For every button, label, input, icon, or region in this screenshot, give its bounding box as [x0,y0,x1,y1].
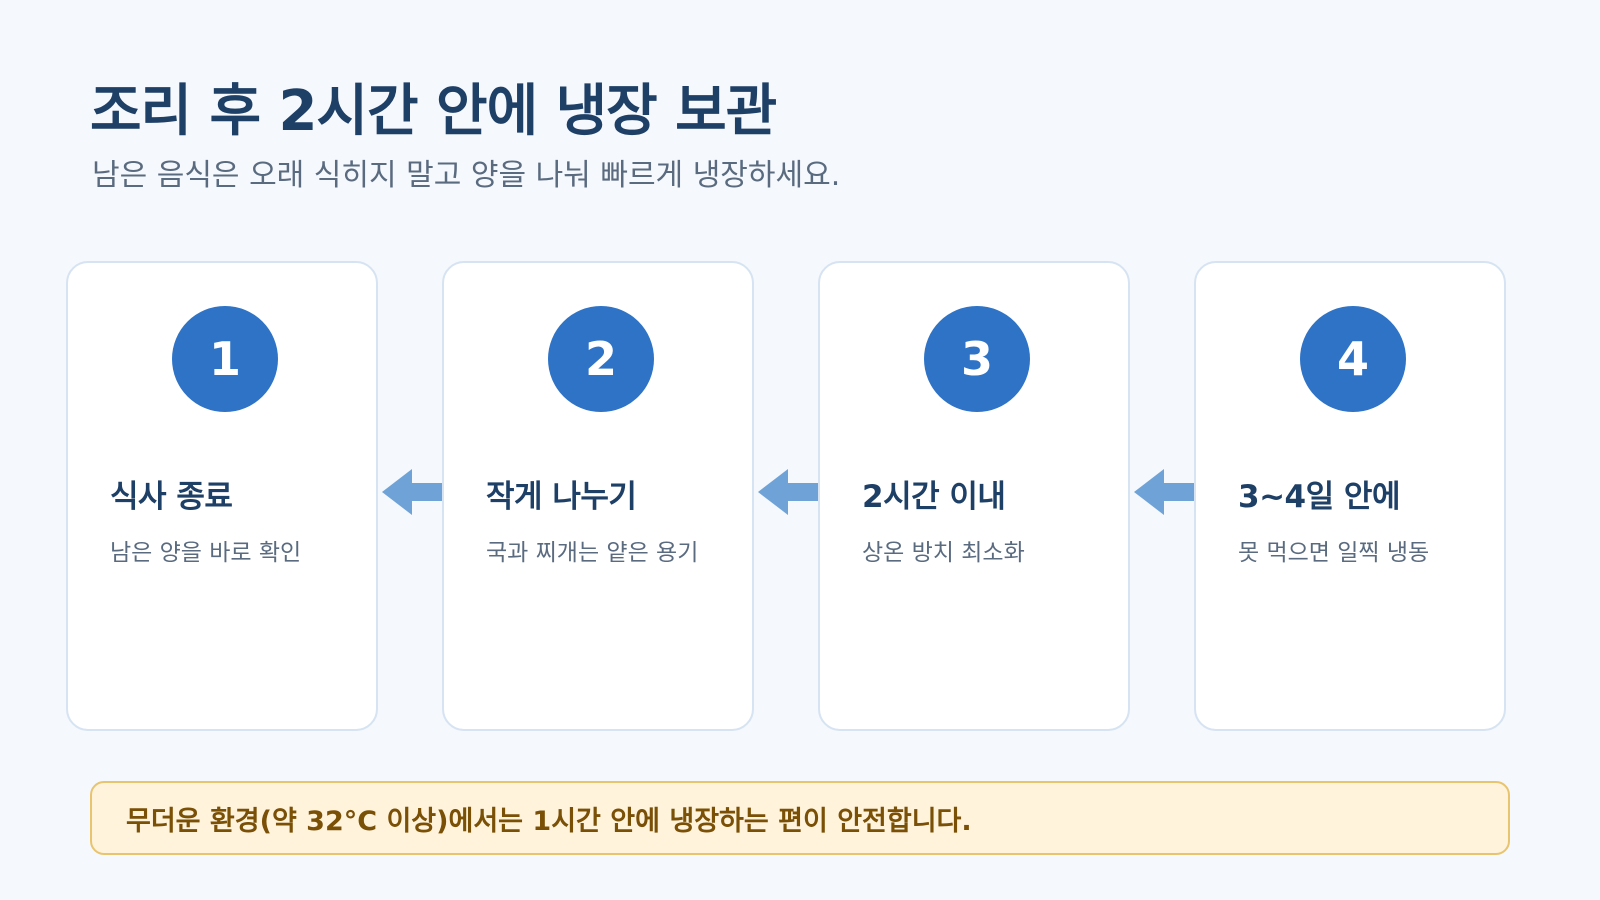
step-description: 못 먹으면 일찍 냉동 [1238,540,1430,566]
step-description: 상온 방치 최소화 [862,540,1025,566]
arrow-left-icon [1134,469,1196,515]
step-number-badge: 2 [548,306,654,412]
warning-note-text: 무더운 환경(약 32°C 이상)에서는 1시간 안에 냉장하는 편이 안전합니… [126,805,972,837]
step-card-3: 3 2시간 이내 상온 방치 최소화 [818,261,1130,731]
step-number-badge: 1 [172,306,278,412]
arrow-left-icon [382,469,444,515]
step-description: 남은 양을 바로 확인 [110,540,302,566]
step-title: 2시간 이내 [862,479,1006,515]
step-card-4: 4 3~4일 안에 못 먹으면 일찍 냉동 [1194,261,1506,731]
step-number-badge: 4 [1300,306,1406,412]
step-description: 국과 찌개는 얕은 용기 [486,540,699,566]
warning-note: 무더운 환경(약 32°C 이상)에서는 1시간 안에 냉장하는 편이 안전합니… [90,781,1510,855]
steps-row: 1 식사 종료 남은 양을 바로 확인 2 작게 나누기 국과 찌개는 얕은 용… [66,261,1536,735]
step-title: 3~4일 안에 [1238,479,1400,515]
step-title: 작게 나누기 [486,479,637,515]
step-card-2: 2 작게 나누기 국과 찌개는 얕은 용기 [442,261,754,731]
step-number-badge: 3 [924,306,1030,412]
step-card-1: 1 식사 종료 남은 양을 바로 확인 [66,261,378,731]
arrow-left-icon [758,469,820,515]
page-title: 조리 후 2시간 안에 냉장 보관 [90,79,777,144]
step-title: 식사 종료 [110,479,233,515]
page-subtitle: 남은 음식은 오래 식히지 말고 양을 나눠 빠르게 냉장하세요. [92,158,841,193]
